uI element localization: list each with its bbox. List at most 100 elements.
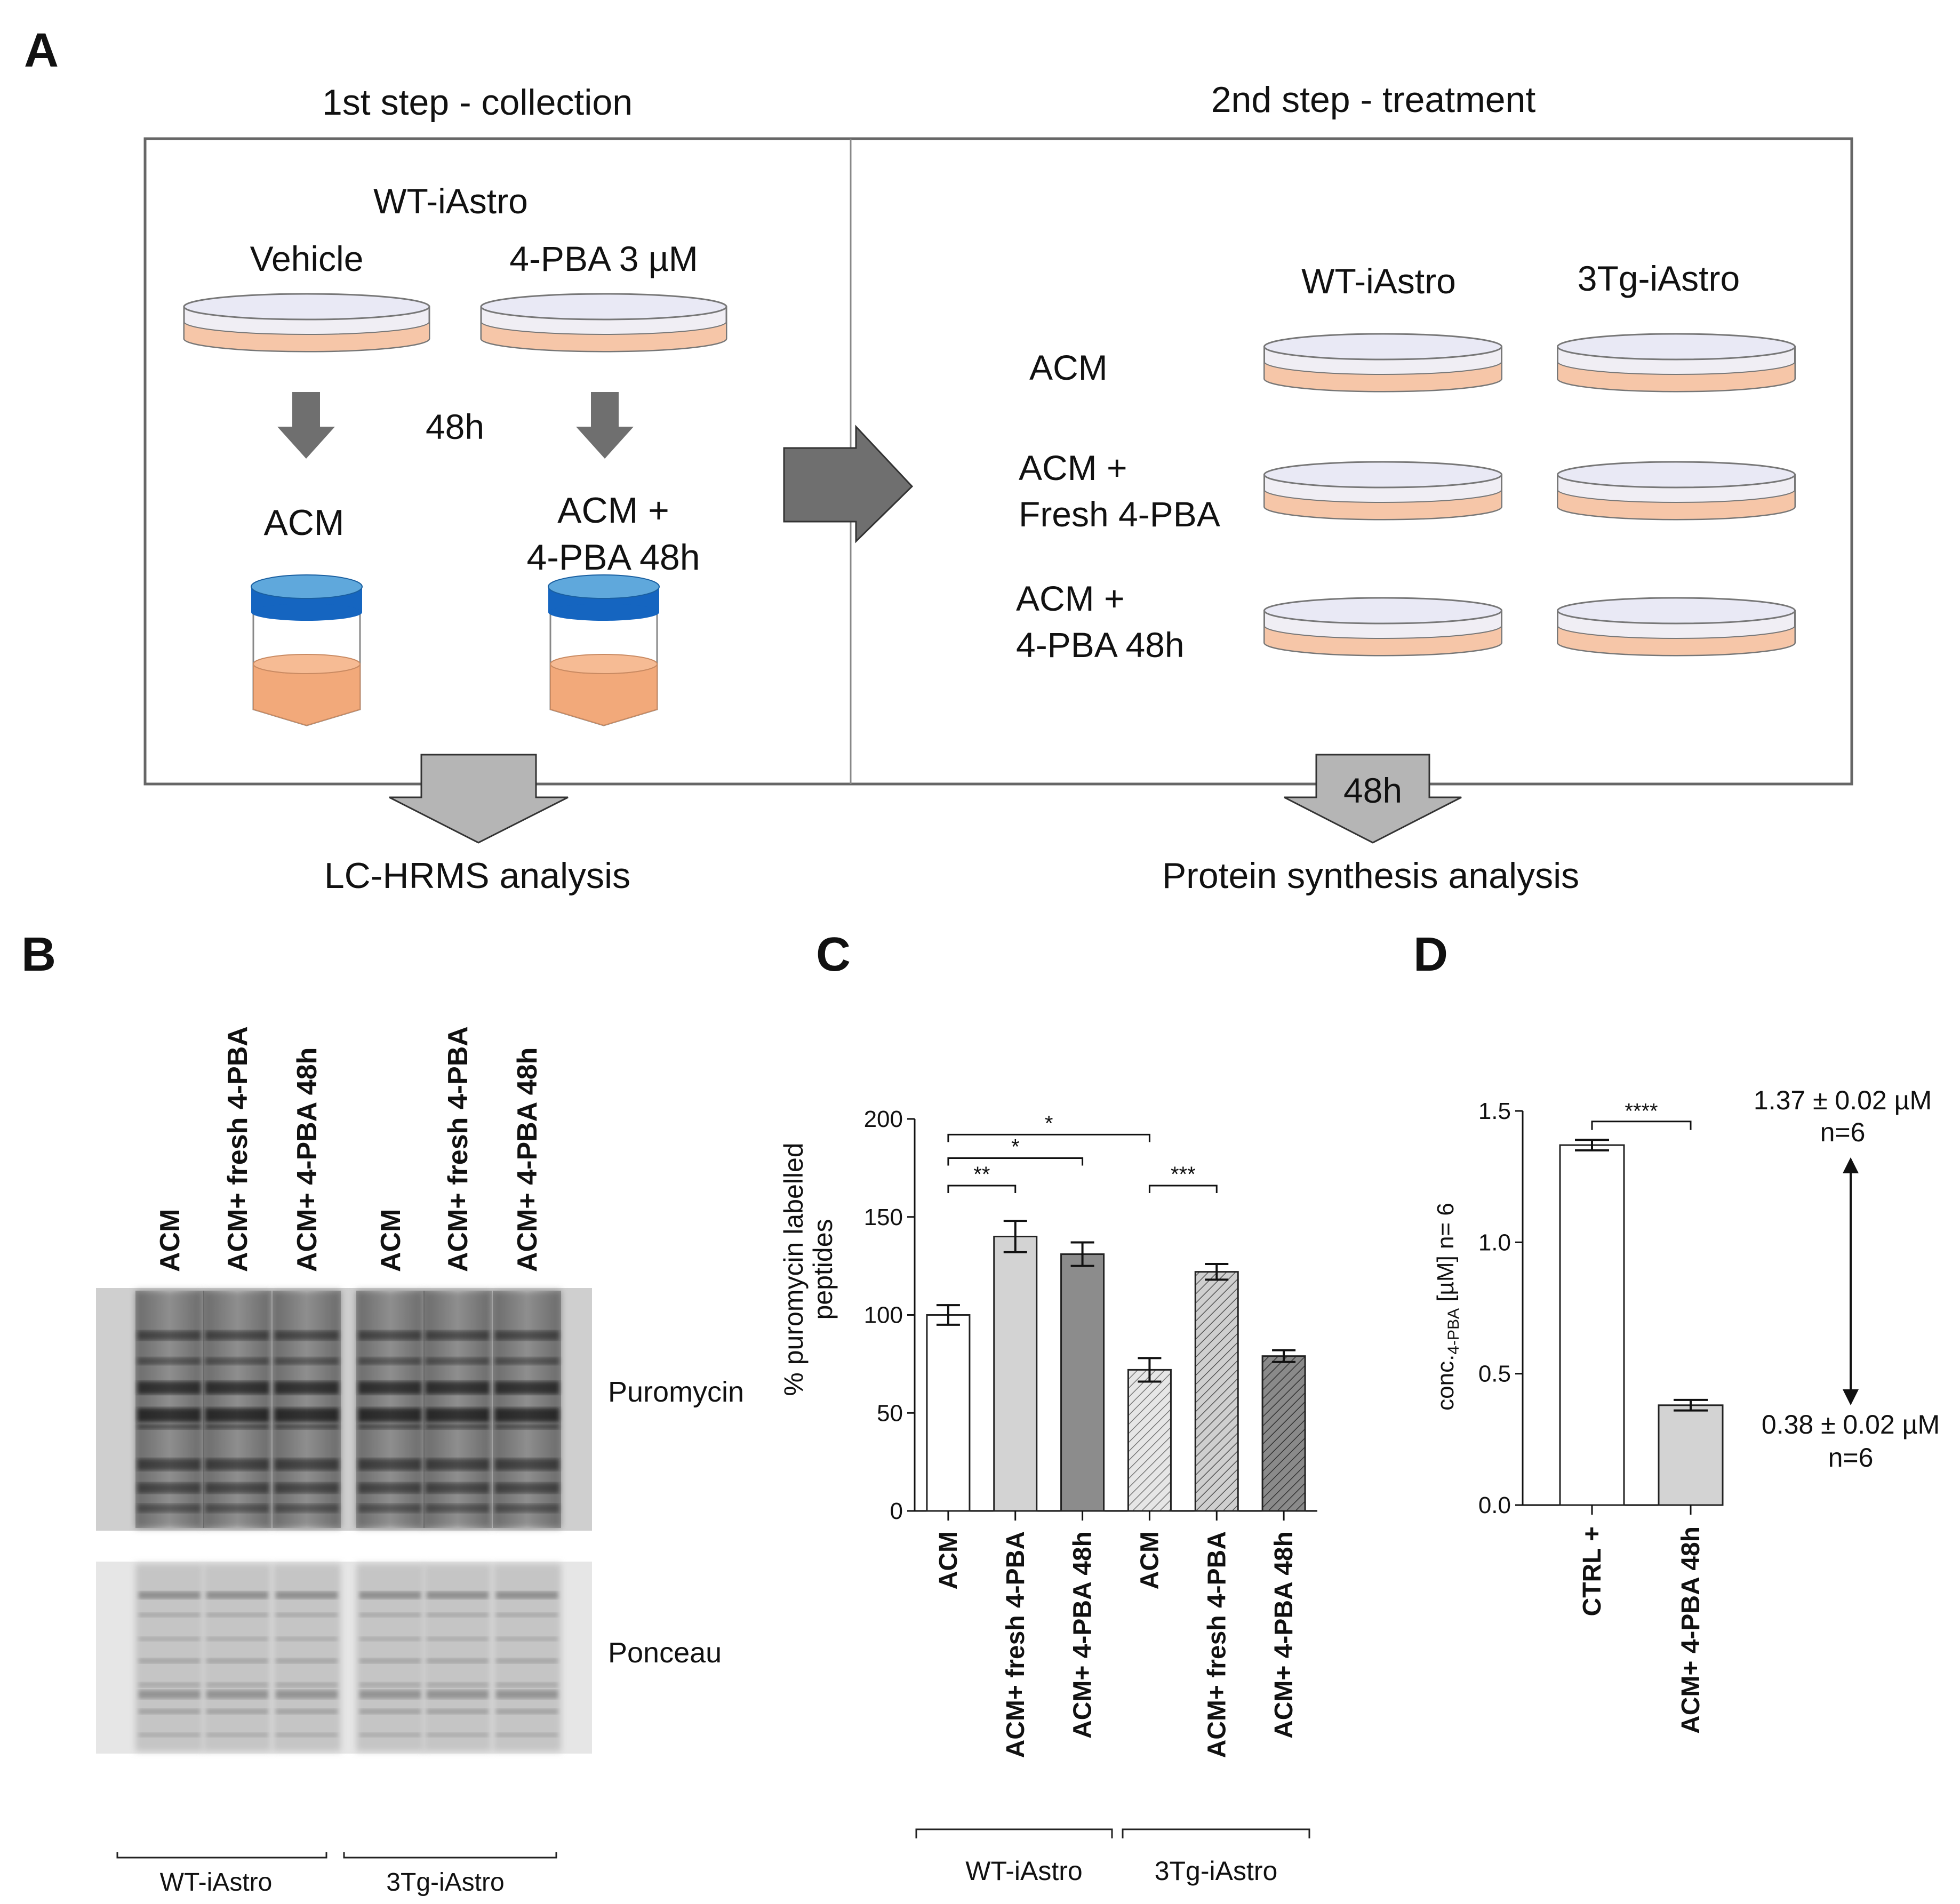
row-48h-line2: 4-PBA 48h <box>1016 625 1185 665</box>
row-fresh-line2: Fresh 4-PBA <box>1019 494 1220 534</box>
significance-label: *** <box>1171 1163 1196 1186</box>
row-48h-line1: ACM + <box>1016 579 1125 618</box>
row-acm-label: ACM <box>1029 348 1108 387</box>
petri-dish <box>1557 333 1796 393</box>
significance-bracket <box>947 1185 1017 1193</box>
bar <box>1658 1404 1724 1506</box>
x-tick-label: ACM+ 4-PBA 48h <box>1270 1531 1298 1739</box>
lane-label: ACM+ fresh 4-PBA <box>222 1026 253 1272</box>
blot-lane <box>203 1291 271 1528</box>
lc-hrms-label: LC-HRMS analysis <box>324 855 630 896</box>
ponceau-label: Ponceau <box>608 1637 722 1669</box>
error-bar <box>1575 1139 1609 1151</box>
error-bar <box>1205 1262 1229 1281</box>
x-tick-label: CTRL + <box>1578 1526 1606 1616</box>
group-label-tg: 3Tg-iAstro <box>386 1868 504 1897</box>
annot-top-value: 1.37 ± 0.02 µM <box>1754 1085 1932 1115</box>
panel-c-letter: C <box>816 928 851 981</box>
ponceau-lane <box>356 1564 425 1751</box>
annot-top-n: n=6 <box>1820 1117 1866 1147</box>
ponceau-lane <box>135 1564 204 1751</box>
row-fresh-line1: ACM + <box>1019 448 1127 487</box>
output-arrow-left <box>389 754 569 844</box>
acm-label: ACM <box>263 502 344 543</box>
annot-bot-value: 0.38 ± 0.02 µM <box>1762 1410 1940 1439</box>
vehicle-label: Vehicle <box>250 239 364 278</box>
significance-label: **** <box>1625 1100 1658 1123</box>
pba-label: 4-PBA 3 µM <box>509 239 698 278</box>
y-axis-label: % puromycin labelledpeptides <box>779 1142 838 1396</box>
puromycin-blot <box>96 1288 592 1531</box>
x-tick-label: ACM+ fresh 4-PBA <box>1203 1531 1231 1758</box>
x-tick-label: ACM <box>934 1531 963 1589</box>
panel-a: A 1st step - collection 2nd step - treat… <box>24 24 1853 896</box>
x-tick-label: ACM+ 4-PBA 48h <box>1069 1531 1097 1739</box>
acm-pba-line1: ACM + <box>557 490 669 531</box>
output-arrow-right <box>1284 754 1462 844</box>
significance-bracket <box>947 1157 1084 1166</box>
big-right-arrow <box>783 425 914 543</box>
lane-label: ACM <box>155 1209 186 1272</box>
significance-bracket <box>1148 1185 1218 1193</box>
group-label-wt: WT-iAstro <box>160 1868 273 1897</box>
tube-acm <box>251 574 363 726</box>
error-bar <box>1674 1398 1708 1412</box>
petri-dish <box>1263 461 1502 521</box>
group-bracket-c-tg <box>1122 1828 1310 1838</box>
error-bar <box>936 1304 960 1326</box>
ponceau-lane <box>493 1564 561 1751</box>
down-arrow-right <box>576 392 634 459</box>
bar <box>1194 1271 1239 1512</box>
blot-lane <box>273 1291 341 1528</box>
x-tick-label: ACM <box>1135 1531 1164 1589</box>
ponceau-blot <box>96 1562 592 1754</box>
petri-dish-pba <box>480 293 727 353</box>
arrow-time-label: 48h <box>1343 771 1402 810</box>
group-bracket-tg <box>343 1852 557 1859</box>
petri-dish <box>1263 597 1502 657</box>
y-tick-label: 0.0 <box>1478 1492 1511 1518</box>
ponceau-lane <box>423 1564 492 1751</box>
petri-dish <box>1557 597 1796 657</box>
petri-dish <box>1557 461 1796 521</box>
y-axis-label: conc.4-PBA [µM] n= 6 <box>1433 1203 1462 1411</box>
significance-label: ** <box>973 1163 990 1186</box>
y-tick-label: 0 <box>890 1498 903 1524</box>
tube-acm-pba <box>548 574 660 726</box>
ponceau-lane <box>273 1564 341 1751</box>
group-label-c-tg: 3Tg-iAstro <box>1155 1856 1278 1886</box>
blot-lane <box>493 1291 561 1528</box>
y-tick-label: 50 <box>877 1400 903 1426</box>
double-arrow <box>1843 1157 1859 1405</box>
bar <box>1127 1369 1172 1512</box>
significance-bracket <box>947 1133 1150 1142</box>
bar <box>1559 1144 1625 1506</box>
panel-d-letter: D <box>1413 928 1448 981</box>
panel-a-frame <box>143 137 1853 786</box>
y-tick-label: 0.5 <box>1478 1361 1511 1387</box>
y-tick-label: 1.5 <box>1478 1098 1511 1124</box>
blot-lane <box>135 1291 204 1528</box>
group-bracket-wt <box>116 1852 327 1859</box>
petri-dish-vehicle <box>183 293 430 353</box>
bar <box>1261 1355 1306 1512</box>
error-bar <box>1070 1241 1094 1267</box>
blot-lane <box>423 1291 492 1528</box>
significance-label: * <box>1011 1135 1020 1159</box>
step1-title: 1st step - collection <box>322 82 633 123</box>
lane-label: ACM <box>375 1209 406 1272</box>
tg-column-label: 3Tg-iAstro <box>1578 259 1740 298</box>
time-label: 48h <box>426 407 484 446</box>
x-tick-label: ACM+ 4-PBA 48h <box>1677 1526 1705 1734</box>
ponceau-lane <box>203 1564 271 1751</box>
bar <box>1060 1253 1105 1512</box>
panel-b-letter: B <box>21 928 56 981</box>
lane-label: ACM+ fresh 4-PBA <box>443 1026 474 1272</box>
y-tick-label: 150 <box>864 1204 903 1230</box>
group-bracket-c-wt <box>915 1828 1113 1838</box>
error-bar <box>1272 1349 1296 1363</box>
